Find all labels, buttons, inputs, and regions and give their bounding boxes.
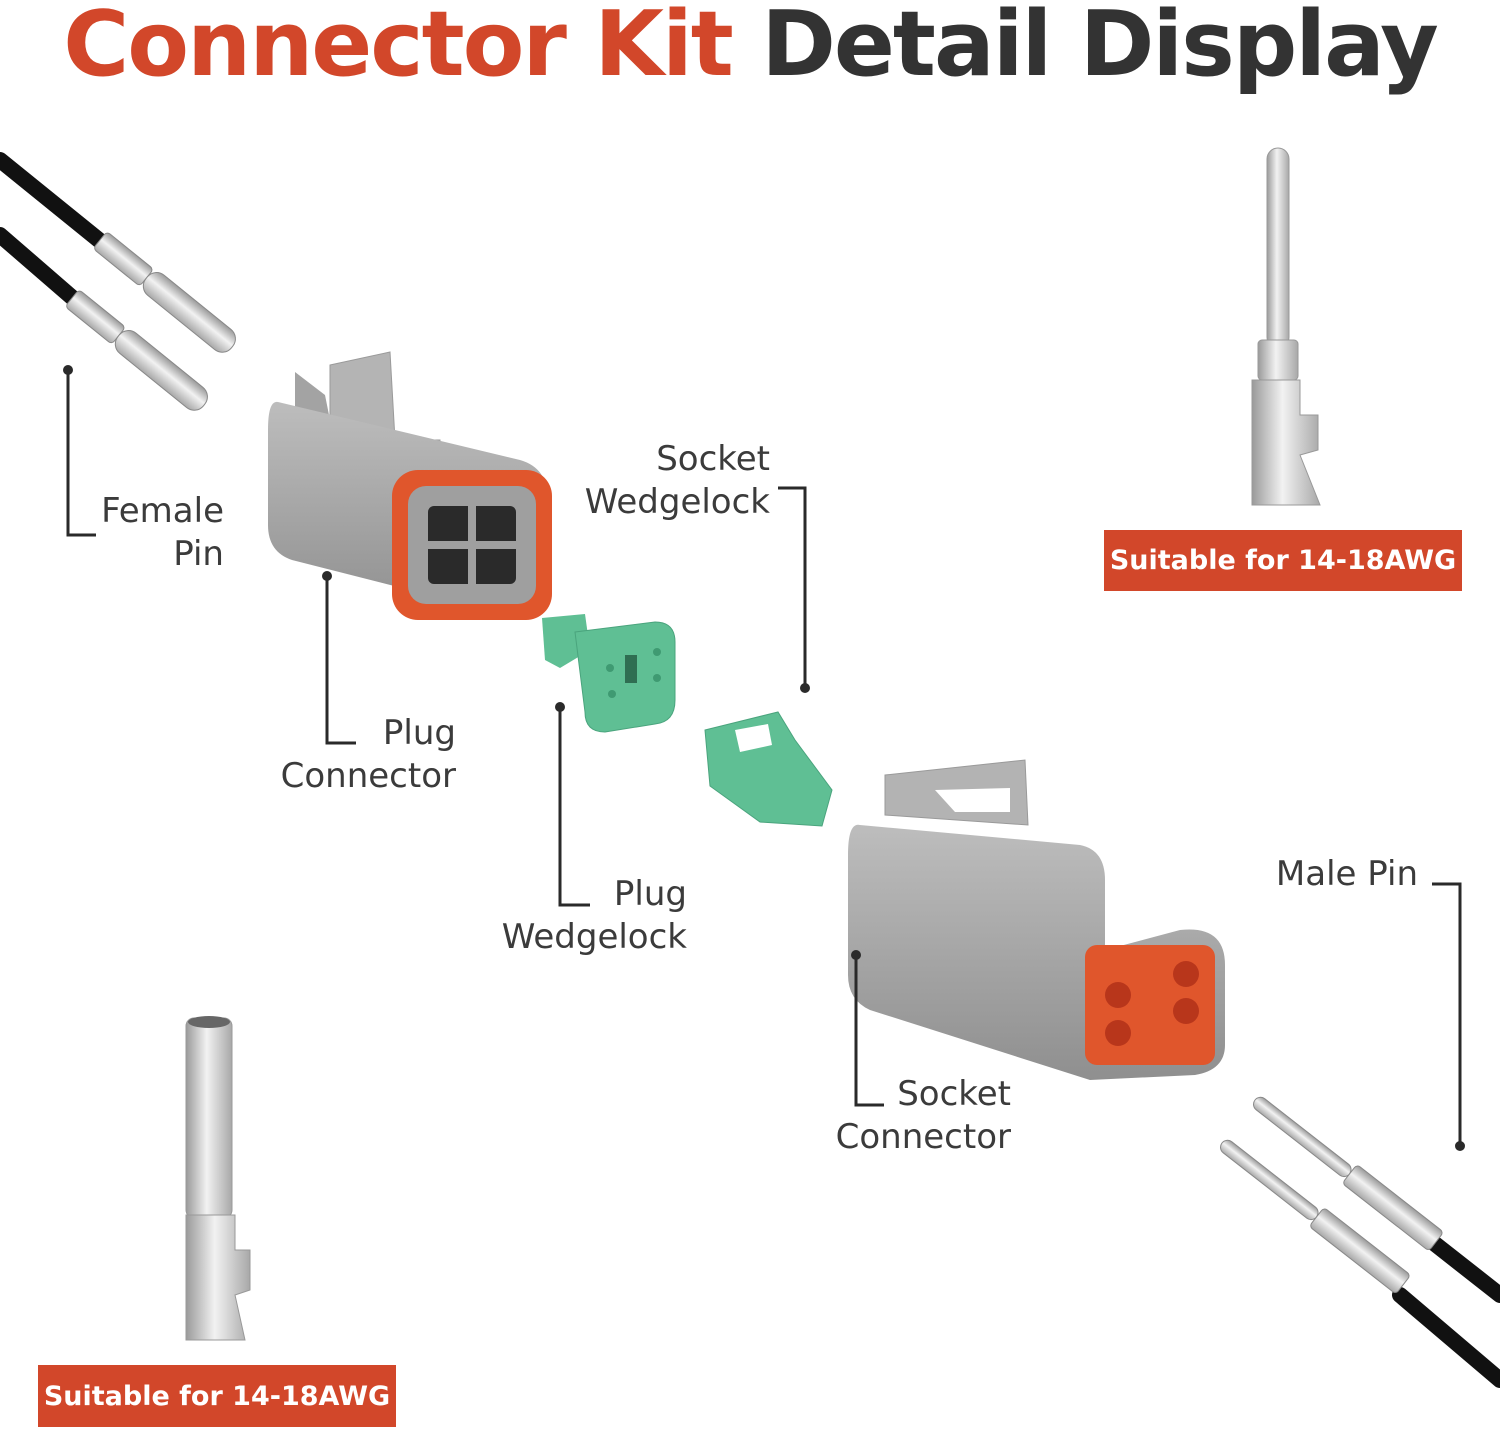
socket-wedgelock-image bbox=[704, 711, 833, 827]
label-female-pin-line2: Pin bbox=[173, 534, 224, 574]
label-socket-wedgelock-line1: Socket bbox=[656, 439, 770, 479]
plug-connector-image bbox=[268, 351, 552, 620]
label-plug-wedgelock-line2: Wedgelock bbox=[501, 917, 687, 957]
label-socket-wedgelock-line2: Wedgelock bbox=[584, 482, 770, 522]
label-plug-connector-line1: Plug bbox=[382, 713, 456, 753]
label-socket-connector-line1: Socket bbox=[897, 1074, 1011, 1114]
plug-wedgelock-image bbox=[542, 614, 676, 733]
awg-badge-top-right: Suitable for 14-18AWG bbox=[1104, 530, 1462, 591]
title-main: Detail Display bbox=[761, 0, 1439, 97]
label-plug-connector: Plug Connector bbox=[250, 712, 456, 798]
female-pin-wires bbox=[0, 152, 236, 411]
label-female-pin-line1: Female bbox=[101, 491, 224, 531]
leader-lines bbox=[63, 365, 1465, 1151]
title-accent: Connector Kit bbox=[63, 0, 734, 97]
label-socket-wedgelock: Socket Wedgelock bbox=[560, 438, 770, 524]
label-plug-wedgelock: Plug Wedgelock bbox=[470, 873, 687, 959]
female-pin-image bbox=[185, 1016, 251, 1341]
label-plug-connector-line2: Connector bbox=[280, 756, 456, 796]
label-female-pin: Female Pin bbox=[60, 490, 224, 576]
label-plug-wedgelock-line1: Plug bbox=[613, 874, 687, 914]
label-socket-connector: Socket Connector bbox=[800, 1073, 1011, 1159]
label-socket-connector-line2: Connector bbox=[835, 1117, 1011, 1157]
awg-badge-bottom-left: Suitable for 14-18AWG bbox=[38, 1365, 396, 1427]
male-pin-image bbox=[1251, 147, 1321, 506]
socket-connector-image bbox=[848, 759, 1225, 1080]
male-pin-wires bbox=[1220, 1096, 1500, 1388]
page-title: Connector Kit Detail Display bbox=[0, 0, 1500, 90]
label-male-pin: Male Pin bbox=[1275, 854, 1418, 894]
